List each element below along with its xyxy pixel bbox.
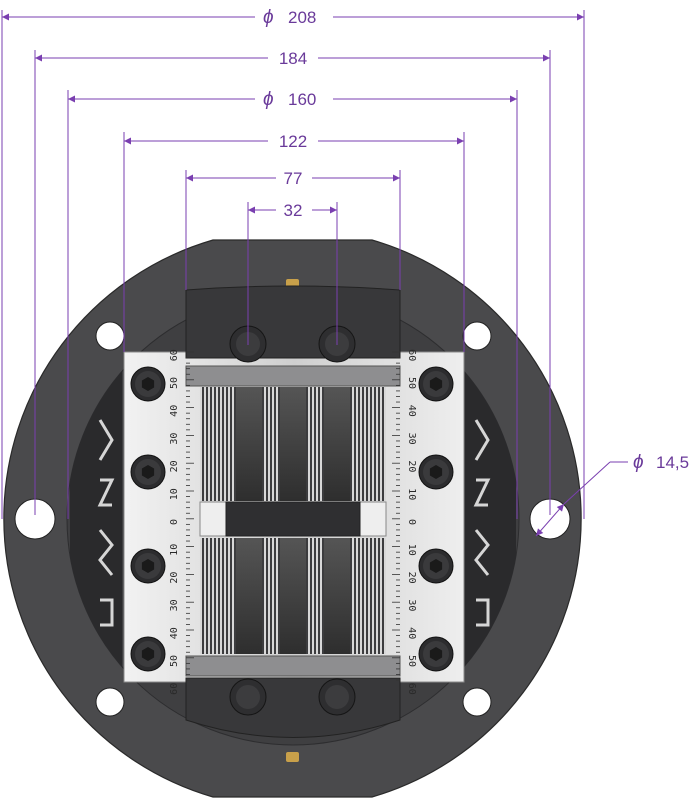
- scale-label: 20: [406, 460, 417, 472]
- center-slide-left: [199, 501, 227, 537]
- scale-label: 60: [406, 683, 417, 695]
- scale-label: 10: [406, 544, 417, 556]
- hex-socket-screw-icon: [418, 548, 454, 584]
- scale-label: 20: [169, 460, 180, 472]
- dimension-lines: [1, 10, 628, 537]
- dim-screw-spacing-value: 32: [284, 201, 303, 220]
- scale-label: 60: [406, 349, 417, 361]
- scale-label: 30: [169, 599, 180, 611]
- hex-socket-screw-icon: [418, 636, 454, 672]
- dim-outer-diameter-value: 208: [288, 8, 316, 27]
- dim-jaw-width-value: 77: [284, 169, 303, 188]
- scale-label: 40: [406, 627, 417, 639]
- dim-bolt-span-value: 184: [279, 49, 307, 68]
- dim-inner-diameter-symbol: ϕ: [263, 89, 274, 110]
- scale-label: 20: [406, 572, 417, 584]
- top-jaw-block: [185, 285, 401, 359]
- hex-socket-screw-icon: [130, 454, 166, 490]
- scale-label: 30: [406, 433, 417, 445]
- dimension-labels: ϕ 208 184 ϕ 160 122 77 32 ϕ 14,5: [263, 7, 689, 473]
- center-slide-right: [359, 501, 387, 537]
- hex-socket-screw-icon: [130, 366, 166, 402]
- scale-label: 60: [169, 349, 180, 361]
- dim-inner-diameter-value: 160: [288, 90, 316, 109]
- dim-hole-diameter-symbol: ϕ: [633, 452, 644, 473]
- scale-label: 30: [406, 599, 417, 611]
- hex-socket-screw-icon: [130, 636, 166, 672]
- scale-label: 10: [169, 488, 180, 500]
- engraved-logo-left: [97, 419, 115, 627]
- scale-label: 50: [406, 655, 417, 667]
- scale-label: 30: [169, 433, 180, 445]
- vise-body: 60 60 50 50 40 40 30 30 20 20 10 10 0 0 10 10 20 20 30 30 40…: [3, 239, 582, 798]
- jaw-flutes: [236, 387, 350, 654]
- flange-hole: [95, 321, 125, 351]
- scale-label: 50: [169, 377, 180, 389]
- dim-outer-diameter-symbol: ϕ: [263, 7, 274, 28]
- scale-label: 20: [169, 572, 180, 584]
- scale-label: 60: [169, 683, 180, 695]
- scale-label: 50: [169, 655, 180, 667]
- hex-socket-screw-icon: [418, 366, 454, 402]
- brass-pin-bottom: [286, 752, 299, 762]
- dim-hole-diameter-value: 14,5: [656, 453, 689, 472]
- scale-label: 0: [406, 519, 417, 525]
- center-slide: [225, 501, 361, 537]
- scale-markings: 60 60 50 50 40 40 30 30 20 20 10 10 0 0 10 10 20 20 30 30 40…: [169, 349, 417, 695]
- flange-hole: [462, 687, 492, 717]
- scale-label: 10: [169, 544, 180, 556]
- flange-hole: [95, 687, 125, 717]
- round-screw-head-icon: [229, 678, 267, 716]
- scale-label: 40: [406, 405, 417, 417]
- round-screw-head-icon: [318, 678, 356, 716]
- scale-label: 10: [406, 488, 417, 500]
- hex-socket-screw-icon: [418, 454, 454, 490]
- bottom-jaw-block: [185, 677, 401, 738]
- hex-socket-screw-icon: [130, 548, 166, 584]
- scale-label: 0: [169, 519, 180, 525]
- scale-label: 40: [169, 627, 180, 639]
- scale-label: 50: [406, 377, 417, 389]
- flange-hole: [462, 321, 492, 351]
- bottom-jaw-bar: [185, 655, 401, 677]
- scale-label: 40: [169, 405, 180, 417]
- dim-plate-width-value: 122: [279, 132, 307, 151]
- top-jaw-bar: [185, 365, 401, 387]
- engraved-logo-right: [473, 419, 491, 627]
- cap-screws: [130, 366, 454, 672]
